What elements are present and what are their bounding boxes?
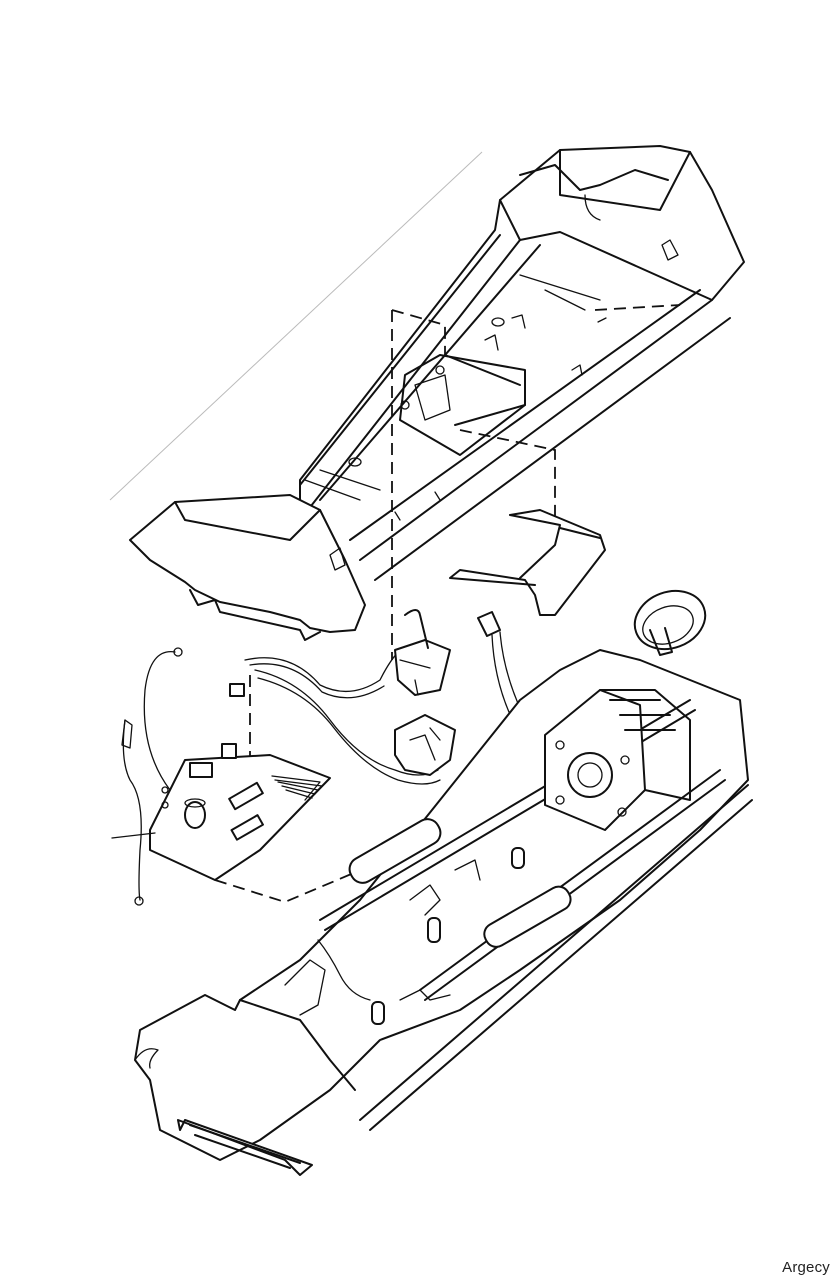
base-assembly [134,589,753,1176]
paper-guide-bracket [449,509,606,616]
sensor-cable-harness [229,609,541,785]
watermark-text: Argecy [782,1259,830,1276]
circuit-board [111,647,331,906]
top-cover-assembly [109,145,745,641]
